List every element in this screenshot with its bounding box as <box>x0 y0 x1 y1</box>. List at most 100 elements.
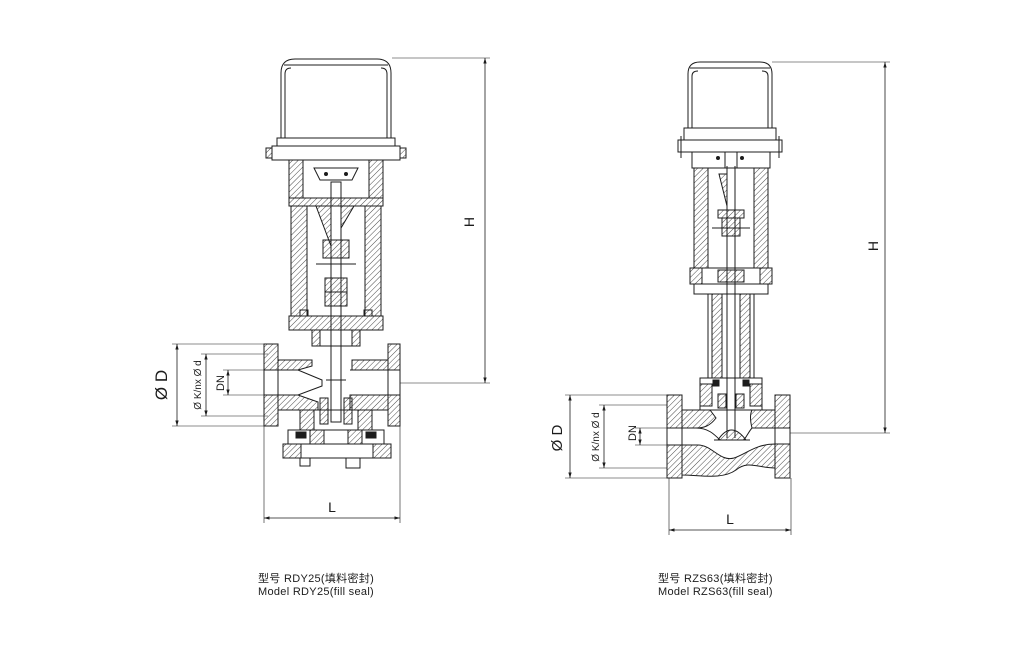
dn-extension-lines <box>223 369 264 396</box>
valve-body-rdy25 <box>263 343 401 469</box>
drive-pin-right <box>344 172 348 176</box>
body-wall-lower-left <box>277 394 319 411</box>
dn-label: DN <box>627 425 639 441</box>
plug-guide-right <box>343 397 353 425</box>
valve-body-rzs63 <box>666 394 791 479</box>
l-extension-lines <box>263 426 401 523</box>
body-wall-upper-right <box>750 409 776 429</box>
h-label: H <box>865 241 881 251</box>
plug-guide-left <box>319 397 329 425</box>
yoke-rzs63 <box>689 166 773 438</box>
valve-plug <box>717 429 748 441</box>
bonnet-rdy25 <box>288 309 384 347</box>
drive-pin-left <box>324 172 328 176</box>
yoke-column-right <box>753 167 769 269</box>
gland-seal-right <box>742 379 750 387</box>
actuator-cover-inner-edge <box>691 70 769 128</box>
actuator-rdy25 <box>265 58 407 199</box>
extension-bonnet-rzs63 <box>699 293 763 411</box>
actuator-cover-inner-edge <box>284 67 388 138</box>
caption-rzs63: 型号 RZS63(填料密封) Model RZS63(fill seal) <box>658 571 773 598</box>
h-extension-lines <box>392 57 490 384</box>
base-plate-end-left <box>282 443 302 459</box>
flange-right-lower <box>387 394 401 427</box>
valve-rdy25: H Ø D Ø K/nx Ø d DN L 型号 RDY25(填料密封) Mod… <box>152 57 490 598</box>
actuator-bolt-left <box>265 147 273 159</box>
flange-left-upper <box>263 343 279 371</box>
valve-stem <box>726 166 736 438</box>
flange-left-lower <box>263 394 279 427</box>
housing-wall-right <box>368 159 384 199</box>
dn-label: DN <box>215 375 227 391</box>
k-label: Ø K/nx Ø d <box>193 360 204 409</box>
k-label: Ø K/nx Ø d <box>591 412 602 461</box>
flange-right-upper <box>774 394 791 429</box>
extension-wall-left <box>711 293 723 379</box>
caption-en: Model RZS63(fill seal) <box>658 586 773 598</box>
d-extension-lines <box>172 343 264 427</box>
seal-left <box>295 431 307 439</box>
actuator-bolt-right <box>399 147 407 159</box>
band-end-right <box>759 267 773 285</box>
body-wall-upper-right <box>351 359 389 371</box>
inlet-cone <box>278 369 323 396</box>
bonnet-neck-wall-right <box>351 329 361 347</box>
yoke-crossbar <box>288 197 384 207</box>
body-wall-lower-right <box>349 394 389 411</box>
band-end-left <box>689 267 703 285</box>
stem-guide-left <box>315 205 332 247</box>
gland-wall-right <box>749 383 763 407</box>
yoke-column-right <box>364 205 382 317</box>
drive-pin-right <box>740 156 744 160</box>
body-wall-upper-left <box>277 359 313 371</box>
drive-pin-left <box>716 156 720 160</box>
drive-nut <box>313 167 359 181</box>
h-extension-lines <box>772 61 890 434</box>
packing-right <box>735 393 745 409</box>
k-extension-lines <box>201 353 268 417</box>
bonnet-neck-wall-left <box>311 329 321 347</box>
bottom-cover-insert-right <box>347 429 363 445</box>
drive-nut <box>724 151 738 169</box>
caption-en: Model RDY25(fill seal) <box>258 586 374 598</box>
l-label: L <box>328 499 336 515</box>
stem-coupling-flange <box>717 209 745 219</box>
flange-right-lower <box>774 443 791 479</box>
k-extension-lines <box>599 404 667 469</box>
d-label: Ø D <box>549 425 566 452</box>
band-center-block <box>717 269 745 283</box>
seal-right <box>365 431 377 439</box>
h-label: H <box>461 217 477 227</box>
actuator-rim <box>683 127 777 141</box>
outlet-bore <box>350 369 388 396</box>
housing-wall-left <box>288 159 304 199</box>
actuator-rim <box>276 137 396 147</box>
d-extension-lines <box>565 394 667 479</box>
packing-left <box>717 393 727 409</box>
stem-coupling <box>721 217 741 237</box>
gland-wall-left <box>699 383 713 407</box>
stem-coupling-upper <box>322 239 350 259</box>
actuator-base-plate <box>677 139 783 153</box>
yoke-base <box>693 283 769 295</box>
caption-cn: 型号 RDY25(填料密封) <box>258 571 374 585</box>
l-extension-lines <box>668 478 792 535</box>
flange-right-upper <box>387 343 401 371</box>
base-nut-left <box>299 457 311 467</box>
actuator-lower-housing <box>691 151 771 169</box>
bottom-cover-insert-left <box>309 429 325 445</box>
extension-wall-right <box>739 293 751 379</box>
stem-guide-right <box>340 205 355 230</box>
flange-left-lower <box>666 444 683 479</box>
bonnet-flange <box>288 315 384 331</box>
lower-bonnet-wall-left <box>299 409 315 431</box>
body-wall-upper-left <box>681 409 717 429</box>
yoke-rdy25 <box>288 181 384 423</box>
actuator-rzs63 <box>677 61 783 169</box>
dimensions-rzs63: H Ø D Ø K/nx Ø d DN L <box>549 61 890 535</box>
caption-cn: 型号 RZS63(填料密封) <box>658 571 773 585</box>
caption-rdy25: 型号 RDY25(填料密封) Model RDY25(fill seal) <box>258 571 374 598</box>
gland-seal-left <box>712 379 720 387</box>
body-wall-lower <box>681 443 776 477</box>
